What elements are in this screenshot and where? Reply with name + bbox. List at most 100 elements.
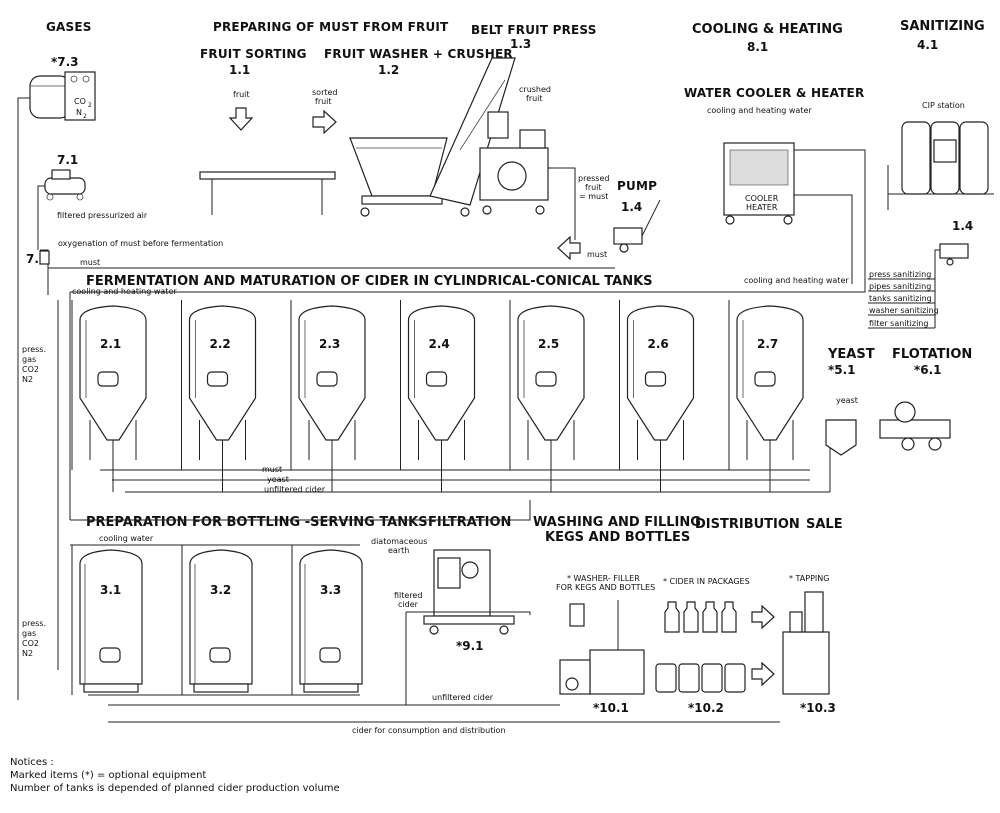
fermentation-tanks: 2.1 2.2 2.3 2.4 2.5 2.6 2.7 <box>71 300 804 492</box>
fermentation-bottom-pipes <box>100 440 831 493</box>
washer-sanitizing-label: washer sanitizing <box>869 306 939 315</box>
right-arrow-icon <box>312 109 337 135</box>
header-fermentation: FERMENTATION AND MATURATION OF CIDER IN … <box>86 274 653 289</box>
serving-tank: 3.2 <box>181 545 253 695</box>
cooling-number: 8.1 <box>747 40 768 54</box>
press-gas-2-line4: N2 <box>22 649 33 658</box>
packages-number: *10.2 <box>688 701 724 715</box>
right-arrow-icon-2 <box>751 604 775 630</box>
header-water-cooler: WATER COOLER & HEATER <box>684 86 864 100</box>
fermentation-tank: 2.6 <box>619 300 695 492</box>
serving-tanks: 3.1 3.2 3.3 <box>71 545 363 695</box>
serving-tank: 3.3 <box>291 545 363 695</box>
must-line-label-top: must <box>80 258 100 267</box>
washer-crusher <box>349 57 516 217</box>
n2-subscript: 2 <box>83 113 87 120</box>
press-gas-1-line4: N2 <box>22 375 33 384</box>
fruit-sorting-number: 1.1 <box>229 63 250 77</box>
co2-label: CO <box>74 97 86 106</box>
fermentation-water-pipes <box>57 292 71 670</box>
fermentation-tank: 2.4 <box>400 300 476 492</box>
crushed-fruit-label-2: fruit <box>526 94 543 103</box>
header-preparation: PREPARATION FOR BOTTLING -SERVING TANKS <box>86 515 428 530</box>
header-sale: SALE <box>806 517 843 532</box>
fermentation-tank-number: 2.5 <box>538 337 559 351</box>
header-distribution: DISTRIBUTION <box>695 517 800 532</box>
pressed-fruit-label-3: = must <box>579 192 608 201</box>
fermentation-tank: 2.5 <box>509 300 585 492</box>
cider-packages-label: * CIDER IN PACKAGES <box>663 577 750 586</box>
n2-label: N <box>76 108 82 117</box>
washer-filler-label-1: * WASHER- FILLER <box>567 574 640 583</box>
belt-press-number: 1.3 <box>510 37 531 51</box>
press-gas-2-line3: CO2 <box>22 639 39 648</box>
down-arrow-icon <box>228 107 254 131</box>
unfiltered-line-bottom: unfiltered cider <box>264 485 326 494</box>
tapping-label: * TAPPING <box>789 574 829 583</box>
gas-pipes <box>17 97 615 700</box>
header-sanitizing: SANITIZING <box>900 19 985 34</box>
header-pump: PUMP <box>617 179 657 193</box>
press-gas-2-line1: press. <box>22 619 46 628</box>
belt-fruit-press <box>479 129 576 240</box>
compressor-number: 7.1 <box>57 153 78 167</box>
notices-title: Notices : <box>10 757 54 768</box>
filter-unit <box>423 549 515 635</box>
sanitizing-lines <box>868 249 940 329</box>
press-sanitizing-label: press sanitizing <box>869 270 931 279</box>
header-belt-press: BELT FRUIT PRESS <box>471 23 597 37</box>
cooling-heating-water-top: cooling and heating water <box>707 106 812 115</box>
header-washer-crusher: FRUIT WASHER + CRUSHER <box>324 47 513 61</box>
yeast-number: *5.1 <box>828 363 856 377</box>
serving-tank-number: 3.2 <box>210 583 231 597</box>
cip-pump <box>939 243 969 266</box>
cooler-label-2: HEATER <box>746 203 778 212</box>
serving-tank: 3.1 <box>71 545 143 695</box>
filtered-cider-1: filtered <box>394 591 422 600</box>
filtration-pipes <box>405 611 560 706</box>
fermentation-tank: 2.3 <box>290 300 366 492</box>
header-fruit-sorting: FRUIT SORTING <box>200 47 307 61</box>
cip-station <box>887 121 994 210</box>
yeast-tank <box>825 419 857 456</box>
header-gases: GASES <box>46 20 92 34</box>
flotation-number: *6.1 <box>914 363 942 377</box>
air-compressor <box>44 169 86 201</box>
filtered-air-label: filtered pressurized air <box>57 211 148 220</box>
diatom-label-1: diatomaceous <box>371 537 427 546</box>
sorting-table <box>199 171 336 215</box>
notices-line-1: Marked items (*) = optional equipment <box>10 770 207 781</box>
must-label-pump: must <box>587 250 607 259</box>
cooler-pipes <box>70 149 866 293</box>
co2-n2-bottles <box>29 71 96 121</box>
press-gas-2-line2: gas <box>22 629 36 638</box>
yeast-small-label: yeast <box>836 396 858 405</box>
fermentation-tank-number: 2.7 <box>757 337 778 351</box>
must-pump <box>613 199 661 253</box>
washer-filler-number: *10.1 <box>593 701 629 715</box>
fermentation-tank-number: 2.2 <box>210 337 231 351</box>
fermentation-tank: 2.2 <box>181 300 257 492</box>
water-cooler-heater <box>723 142 795 225</box>
fermentation-tank-number: 2.1 <box>100 337 121 351</box>
header-washing: WASHING AND FILLING <box>533 515 701 530</box>
filter-sanitizing-label: filter sanitizing <box>869 319 928 328</box>
cip-station-label: CIP station <box>922 101 965 110</box>
filter-number: *9.1 <box>456 639 484 653</box>
cip-pump-number: 1.4 <box>952 219 973 233</box>
washer-number: 1.2 <box>378 63 399 77</box>
header-preparing: PREPARING OF MUST FROM FRUIT <box>213 20 449 34</box>
cooling-heating-water-left: cooling and heating water <box>72 287 177 296</box>
washer-filler <box>559 600 645 695</box>
flotation-unit <box>879 401 951 451</box>
cooling-water-label: cooling water <box>99 534 154 543</box>
fermentation-tank: 2.7 <box>728 300 804 492</box>
sorted-fruit-label-2: fruit <box>315 97 332 106</box>
fermentation-tank-number: 2.3 <box>319 337 340 351</box>
press-gas-1-line2: gas <box>22 355 36 364</box>
header-filtration: FILTRATION <box>428 515 511 530</box>
pressed-fruit-label-2: fruit <box>585 183 602 192</box>
header-flotation: FLOTATION <box>892 347 972 362</box>
fermentation-tank: 2.1 <box>71 300 147 492</box>
